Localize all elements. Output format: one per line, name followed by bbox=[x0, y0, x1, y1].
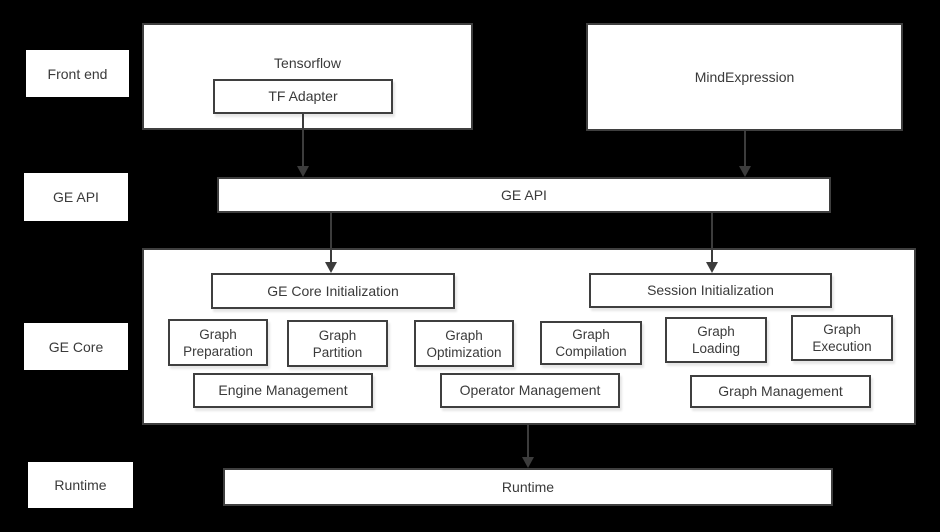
graph-execution-box: Graph Execution bbox=[791, 315, 893, 361]
row-label-front-end: Front end bbox=[26, 50, 129, 97]
mindexpression-box: MindExpression bbox=[586, 23, 903, 131]
arrow-head-icon bbox=[325, 262, 337, 273]
session-initialization-box: Session Initialization bbox=[589, 273, 832, 308]
arrow-shaft bbox=[330, 213, 332, 264]
row-label-ge-core: GE Core bbox=[24, 323, 128, 370]
operator-management-box: Operator Management bbox=[440, 373, 620, 408]
arrow-ge-api-to-session-initialization bbox=[705, 213, 719, 273]
ge-core-initialization-box: GE Core Initialization bbox=[211, 273, 455, 309]
row-label-runtime: Runtime bbox=[28, 462, 133, 508]
runtime-bar: Runtime bbox=[223, 468, 833, 506]
tensorflow-label: Tensorflow bbox=[274, 55, 341, 71]
graph-partition-box: Graph Partition bbox=[287, 320, 388, 367]
graph-preparation-box: Graph Preparation bbox=[168, 319, 268, 366]
arrow-shaft bbox=[711, 213, 713, 264]
arrow-shaft bbox=[302, 114, 304, 168]
arrow-shaft bbox=[527, 425, 529, 459]
arrow-head-icon bbox=[739, 166, 751, 177]
row-label-ge-api: GE API bbox=[24, 173, 128, 221]
tf-adapter-box: TF Adapter bbox=[213, 79, 393, 114]
graph-loading-box: Graph Loading bbox=[665, 317, 767, 363]
arrow-head-icon bbox=[522, 457, 534, 468]
arrow-head-icon bbox=[706, 262, 718, 273]
graph-compilation-box: Graph Compilation bbox=[540, 321, 642, 365]
ge-api-bar: GE API bbox=[217, 177, 831, 213]
engine-management-box: Engine Management bbox=[193, 373, 373, 408]
arrow-mindexpression-to-ge-api bbox=[738, 131, 752, 177]
graph-management-box: Graph Management bbox=[690, 375, 871, 408]
graph-optimization-box: Graph Optimization bbox=[414, 320, 514, 367]
arrow-tf-adapter-to-ge-api bbox=[296, 114, 310, 177]
arrow-head-icon bbox=[297, 166, 309, 177]
arrow-ge-api-to-ge-core-initialization bbox=[324, 213, 338, 273]
arrow-shaft bbox=[744, 131, 746, 168]
arrow-ge-core-to-runtime bbox=[521, 425, 535, 468]
